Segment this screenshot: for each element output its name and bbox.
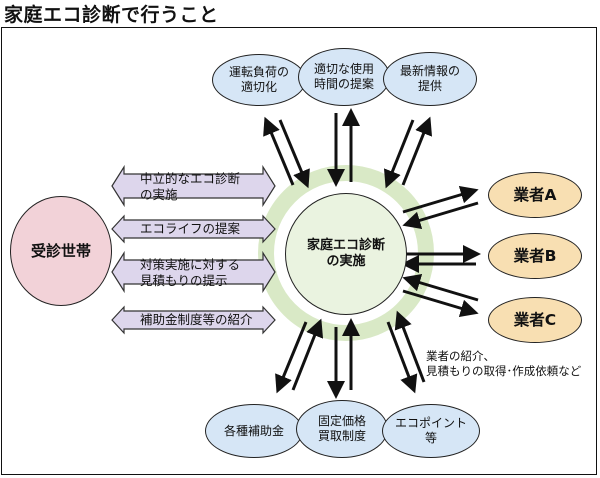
center-line-1: 家庭エコ診断 bbox=[306, 238, 385, 254]
service-arrow-4 bbox=[111, 305, 276, 335]
vendor-b: 業者B bbox=[488, 233, 582, 279]
vendor-arrow-a1 bbox=[402, 185, 479, 214]
diagram-frame bbox=[1, 27, 597, 475]
vendor-note: 業者の紹介、 見積もりの取得･作成依頼など bbox=[426, 349, 582, 378]
bottom-arrow-3a bbox=[386, 321, 418, 394]
top-arrow-3b bbox=[401, 116, 433, 186]
top-arrow-3a bbox=[383, 119, 415, 189]
bottom-arrows bbox=[275, 310, 426, 399]
bottom-item-subsidy: 各種補助金 bbox=[205, 404, 303, 458]
service-label-2: エコライフの提案 bbox=[140, 221, 241, 236]
bottom-arrow-1a bbox=[275, 321, 308, 394]
vendor-c: 業者C bbox=[488, 297, 582, 343]
center-diagnosis: 家庭エコ診断 の実施 bbox=[285, 193, 407, 315]
service-arrow-3 bbox=[111, 250, 276, 294]
client-label: 受診世帯 bbox=[30, 241, 91, 260]
bottom-arrow-1b bbox=[291, 318, 324, 391]
bottom-arrow-3b bbox=[394, 310, 426, 383]
page-title: 家庭エコ診断で行うこと bbox=[4, 4, 219, 26]
service-arrow-2 bbox=[111, 214, 276, 244]
service-label-4: 補助金制度等の紹介 bbox=[140, 312, 253, 327]
vendor-arrow-a2 bbox=[402, 201, 479, 230]
top-item-load: 運転負荷の適切化 bbox=[212, 54, 306, 106]
top-arrow-1a bbox=[278, 119, 310, 189]
center-line-2: の実施 bbox=[326, 254, 366, 269]
top-arrow-1b bbox=[263, 116, 295, 186]
vendor-arrows bbox=[401, 185, 481, 318]
top-item-timing: 適切な使用時間の提案 bbox=[298, 48, 390, 106]
top-arrows bbox=[263, 108, 433, 189]
bottom-item-feed-in: 固定価格買取制度 bbox=[296, 400, 388, 458]
vendor-a: 業者A bbox=[488, 172, 582, 218]
vendor-arrow-c1 bbox=[402, 289, 479, 318]
service-label-3: 対策実施に対する 見積もりの提示 bbox=[140, 257, 241, 288]
client-household: 受診世帯 bbox=[10, 196, 112, 306]
vendor-arrow-c2 bbox=[402, 273, 479, 302]
service-arrows bbox=[111, 164, 276, 335]
service-label-1: 中立的なエコ診断 の実施 bbox=[140, 171, 241, 202]
top-item-info: 最新情報の提供 bbox=[383, 52, 477, 106]
bottom-item-eco-point: エコポイント等 bbox=[382, 404, 480, 458]
service-arrow-1 bbox=[111, 164, 276, 208]
